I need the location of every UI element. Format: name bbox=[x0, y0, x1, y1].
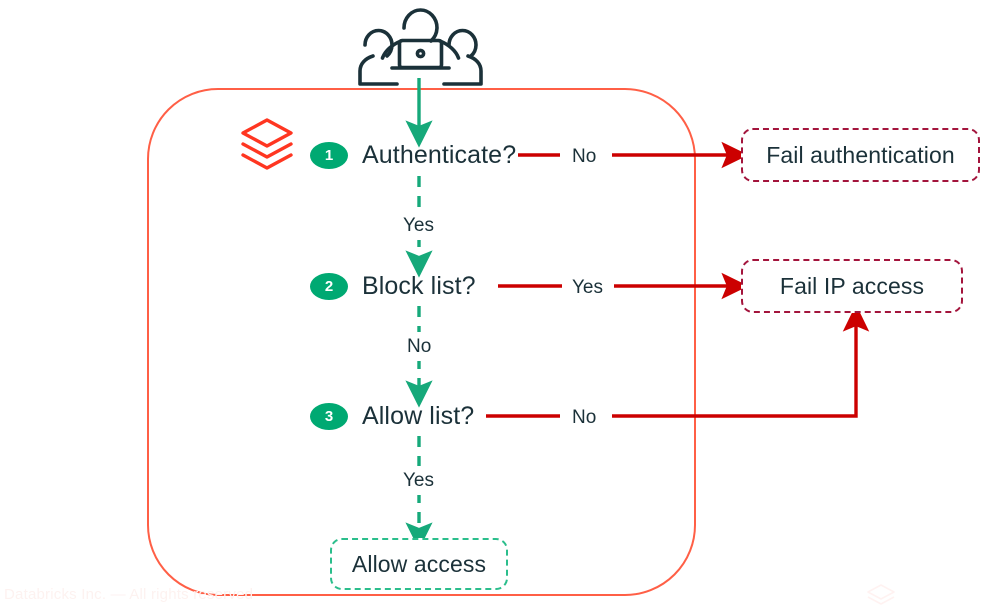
edge-label-blocklist-no: No bbox=[401, 333, 438, 361]
edge-label-allowlist-no: No bbox=[563, 406, 606, 430]
decision-row-allow-list[interactable]: 3 Allow list? bbox=[310, 402, 474, 431]
outcome-label-allow-access: Allow access bbox=[351, 550, 487, 577]
decision-row-authenticate[interactable]: 1 Authenticate? bbox=[310, 141, 516, 170]
edge-label-blocklist-yes: Yes bbox=[563, 276, 612, 300]
decision-label-block-list: Block list? bbox=[362, 272, 476, 300]
step-badge-2: 2 bbox=[310, 273, 348, 300]
edge-allowlist-no-route bbox=[612, 304, 870, 418]
workspace-boundary-outline bbox=[147, 88, 696, 596]
edge-label-authenticate-yes: Yes bbox=[397, 212, 440, 240]
outcome-box-fail-ip-access[interactable]: Fail IP access bbox=[741, 259, 963, 313]
decision-label-authenticate: Authenticate? bbox=[362, 141, 517, 169]
step-badge-1: 1 bbox=[310, 142, 348, 169]
decision-label-allow-list: Allow list? bbox=[362, 402, 475, 430]
users-laptop-icon bbox=[358, 8, 483, 86]
outcome-label-fail-authentication: Fail authentication bbox=[766, 141, 955, 168]
decision-row-block-list[interactable]: 2 Block list? bbox=[310, 272, 476, 301]
databricks-logo-icon bbox=[241, 118, 293, 170]
outcome-box-allow-access[interactable]: Allow access bbox=[330, 538, 508, 590]
outcome-box-fail-authentication[interactable]: Fail authentication bbox=[741, 128, 980, 182]
watermark-copyright: Databricks Inc. — All rights reserved bbox=[4, 586, 254, 603]
outcome-label-fail-ip-access: Fail IP access bbox=[779, 272, 925, 299]
edge-label-authenticate-no: No bbox=[563, 145, 606, 169]
step-badge-3: 3 bbox=[310, 403, 348, 430]
edge-label-allowlist-yes: Yes bbox=[397, 467, 440, 495]
watermark-databricks-logo-icon bbox=[867, 584, 895, 605]
